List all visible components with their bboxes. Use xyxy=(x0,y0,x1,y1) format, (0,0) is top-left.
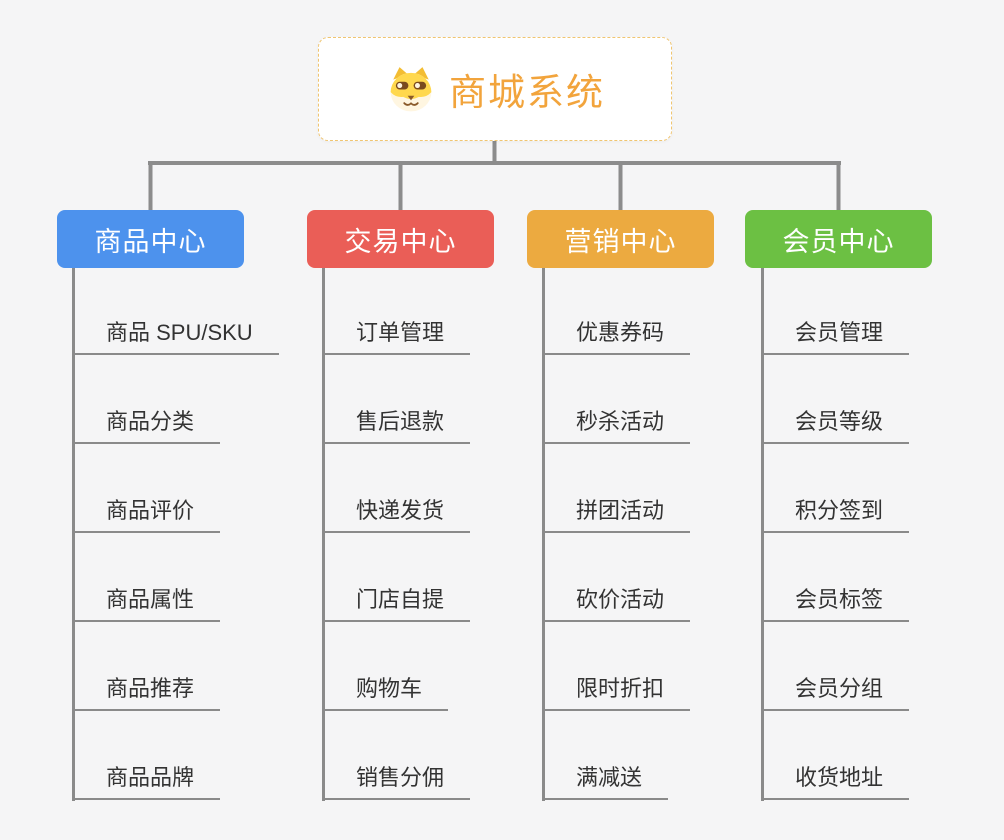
leaf-node[interactable]: 订单管理 xyxy=(322,319,471,355)
branch-label: 营销中心 xyxy=(564,226,677,257)
leaf-node[interactable]: 会员分组 xyxy=(761,675,910,711)
branch-node-trade[interactable]: 交易中心 xyxy=(307,210,494,268)
leaf-node[interactable]: 商品评价 xyxy=(72,497,221,533)
leaf-node[interactable]: 商品推荐 xyxy=(72,675,221,711)
leaf-node[interactable]: 会员管理 xyxy=(761,319,910,355)
leaf-node[interactable]: 快递发货 xyxy=(322,497,471,533)
leaf-node[interactable]: 收货地址 xyxy=(761,764,910,800)
leaf-node[interactable]: 砍价活动 xyxy=(542,586,691,622)
leaf-node[interactable]: 商品 SPU/SKU xyxy=(72,319,279,355)
leaf-node[interactable]: 商品品牌 xyxy=(72,764,221,800)
branch-node-member[interactable]: 会员中心 xyxy=(745,210,932,268)
leaf-node[interactable]: 会员等级 xyxy=(761,408,910,444)
leaf-node[interactable]: 售后退款 xyxy=(322,408,471,444)
leaf-node[interactable]: 拼团活动 xyxy=(542,497,691,533)
leaf-node[interactable]: 销售分佣 xyxy=(322,764,471,800)
leaf-node[interactable]: 商品分类 xyxy=(72,408,221,444)
leaf-node[interactable]: 优惠券码 xyxy=(542,319,691,355)
leaf-node[interactable]: 积分签到 xyxy=(761,497,910,533)
leaf-node[interactable]: 购物车 xyxy=(322,675,449,711)
leaf-node[interactable]: 满减送 xyxy=(542,764,669,800)
leaf-node[interactable]: 秒杀活动 xyxy=(542,408,691,444)
branch-label: 会员中心 xyxy=(782,226,895,257)
branch-label: 商品中心 xyxy=(94,226,207,257)
root-node[interactable]: 商城系统 xyxy=(318,37,672,141)
leaf-node[interactable]: 门店自提 xyxy=(322,586,471,622)
leaf-node[interactable]: 会员标签 xyxy=(761,586,910,622)
shiba-dog-icon xyxy=(385,65,437,113)
root-title: 商城系统 xyxy=(449,72,605,113)
branch-label: 交易中心 xyxy=(344,226,457,257)
branch-node-product[interactable]: 商品中心 xyxy=(57,210,244,268)
leaf-node[interactable]: 商品属性 xyxy=(72,586,221,622)
leaf-node[interactable]: 限时折扣 xyxy=(542,675,691,711)
branch-node-marketing[interactable]: 营销中心 xyxy=(527,210,714,268)
